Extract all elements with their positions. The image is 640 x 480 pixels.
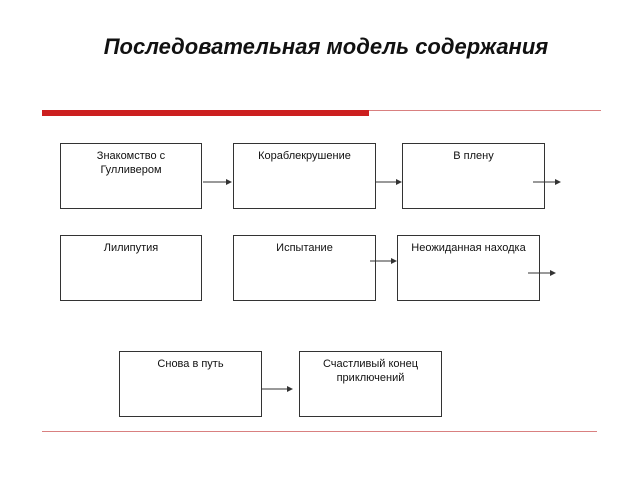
box-label: Счастливый конец приключений <box>322 358 419 384</box>
box-label: В плену <box>453 150 494 162</box>
box-happy-end: Счастливый конец приключений <box>299 351 442 417</box>
box-trial: Испытание <box>233 235 376 301</box>
box-label: Испытание <box>276 242 333 254</box>
box-shipwreck: Кораблекрушение <box>233 143 376 209</box>
box-meeting: Знакомство с Гулливером <box>60 143 202 209</box>
box-unexpected-find: Неожиданная находка <box>397 235 540 301</box>
red-divider-thick <box>42 110 369 116</box>
box-label: Лилипутия <box>103 242 159 254</box>
box-label: Знакомство с Гулливером <box>96 150 166 176</box>
red-divider-bottom <box>42 431 597 432</box>
box-label: Неожиданная находка <box>411 242 526 254</box>
box-lilliput: Лилипутия <box>60 235 202 301</box>
page-title: Последовательная модель содержания <box>103 34 549 59</box>
red-divider-thin-top <box>369 110 601 111</box>
box-label: Кораблекрушение <box>258 150 351 162</box>
box-captivity: В плену <box>402 143 545 209</box>
box-label: Снова в путь <box>157 358 224 370</box>
box-on-the-road-again: Снова в путь <box>119 351 262 417</box>
